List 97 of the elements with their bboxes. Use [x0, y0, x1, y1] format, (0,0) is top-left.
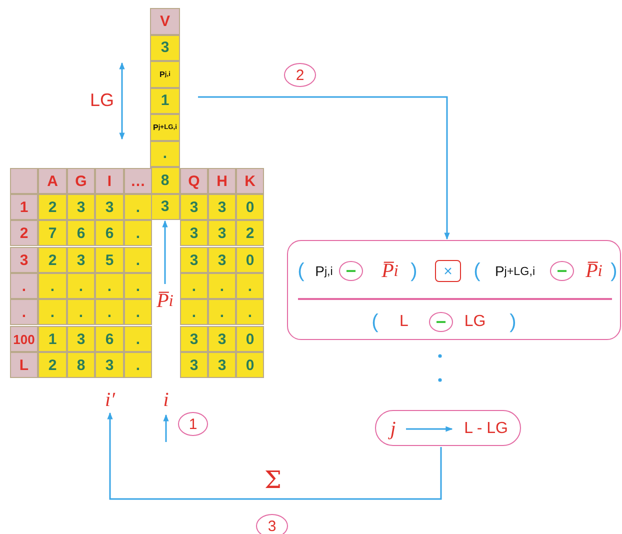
header-cell: Q — [180, 168, 208, 194]
parenthesis: ( — [370, 310, 380, 334]
table-cell: 2 — [38, 352, 67, 378]
table-cell: 0 — [236, 194, 264, 220]
table-cell: 0 — [236, 247, 264, 273]
row-header-cell: . — [10, 273, 38, 299]
arrow — [163, 414, 169, 442]
formula-term: L — [398, 312, 410, 332]
table-cell: . — [95, 299, 124, 325]
header-cell: … — [124, 168, 152, 194]
arrow — [198, 96, 450, 240]
table-cell: 3 — [180, 352, 208, 378]
row-header-cell: 3 — [10, 247, 38, 273]
parenthesis: ) — [610, 259, 618, 283]
table-cell: 3 — [95, 352, 124, 378]
header-cell: G — [67, 168, 95, 194]
arrow — [406, 426, 453, 432]
formula-term: LG — [463, 312, 487, 332]
table-cell: 0 — [236, 326, 264, 352]
header-cell: K — [236, 168, 264, 194]
table-cell: . — [208, 299, 236, 325]
header-cell: H — [208, 168, 236, 194]
table-cell: . — [124, 326, 152, 352]
header-cell: V — [150, 8, 180, 34]
table-cell: . — [38, 299, 67, 325]
table-cell: . — [236, 273, 264, 299]
step-number: 2 — [284, 63, 316, 87]
minus-sign: − — [429, 312, 453, 332]
table-cell: 3 — [67, 247, 95, 273]
arrow — [107, 412, 442, 500]
table-cell: 6 — [67, 220, 95, 246]
table-cell: 3 — [180, 326, 208, 352]
table-cell: . — [124, 273, 152, 299]
row-header-cell: 1 — [10, 194, 38, 220]
table-cell: . — [124, 352, 152, 378]
table-cell: 1 — [38, 326, 67, 352]
times-sign: × — [435, 260, 461, 282]
table-cell: . — [150, 140, 180, 167]
table-cell: 3 — [208, 247, 236, 273]
minus-sign: − — [339, 261, 363, 281]
table-cell: . — [208, 273, 236, 299]
table-cell: . — [180, 299, 208, 325]
step-number: 3 — [256, 514, 288, 534]
table-cell: 3 — [150, 194, 180, 220]
table-cell: . — [67, 273, 95, 299]
row-header-cell: 100 — [10, 326, 38, 352]
row-header-cell: 2 — [10, 220, 38, 246]
header-cell: A — [38, 168, 67, 194]
arrow — [162, 220, 168, 284]
table-cell: 3 — [67, 194, 95, 220]
table-cell: 3 — [67, 326, 95, 352]
parenthesis: ) — [508, 310, 518, 334]
table-cell: . — [67, 299, 95, 325]
table-column — [150, 8, 180, 220]
table-cell: 3 — [208, 194, 236, 220]
table-cell: 5 — [95, 247, 124, 273]
table-cell: . — [124, 299, 152, 325]
table-cell: 6 — [95, 220, 124, 246]
dimension-label: LG — [88, 88, 115, 112]
table-cell: . — [180, 273, 208, 299]
table-cell: 2 — [38, 247, 67, 273]
row-header-cell: . — [10, 299, 38, 325]
formula-box — [287, 240, 621, 340]
row-header-cell: L — [10, 352, 38, 378]
table-cell: . — [38, 273, 67, 299]
index-symbol: i′ — [98, 388, 122, 412]
table-cell: 3 — [208, 326, 236, 352]
table-cell: 3 — [180, 194, 208, 220]
table-cell: 0 — [236, 352, 264, 378]
table-cell: 3 — [208, 220, 236, 246]
table-cell: . — [236, 299, 264, 325]
parenthesis: ( — [296, 259, 306, 283]
table-cell: 1 — [150, 88, 180, 114]
parenthesis: ) — [410, 259, 418, 283]
table-cell: 2 — [236, 220, 264, 246]
step-number: 1 — [178, 412, 208, 436]
table-cell: . — [124, 194, 152, 220]
table-cell: 3 — [150, 34, 180, 61]
table-cell: . — [95, 273, 124, 299]
minus-sign: − — [550, 261, 574, 281]
table-cell: 2 — [38, 194, 67, 220]
range-box — [375, 410, 521, 446]
parenthesis: ( — [472, 259, 482, 283]
table-cell: 3 — [208, 352, 236, 378]
table-cell: 8 — [150, 167, 180, 194]
table-cell: 7 — [38, 220, 67, 246]
index-symbol: j — [384, 417, 402, 441]
range-end: L - LG — [456, 417, 516, 441]
index-symbol: i — [154, 388, 178, 412]
table-cell: 3 — [180, 247, 208, 273]
table-cell: . — [124, 220, 152, 246]
header-cell: I — [95, 168, 124, 194]
table-cell: 3 — [95, 194, 124, 220]
table-cell: 8 — [67, 352, 95, 378]
table-cell: 3 — [180, 220, 208, 246]
table-cell: 6 — [95, 326, 124, 352]
table-cell: . — [124, 247, 152, 273]
